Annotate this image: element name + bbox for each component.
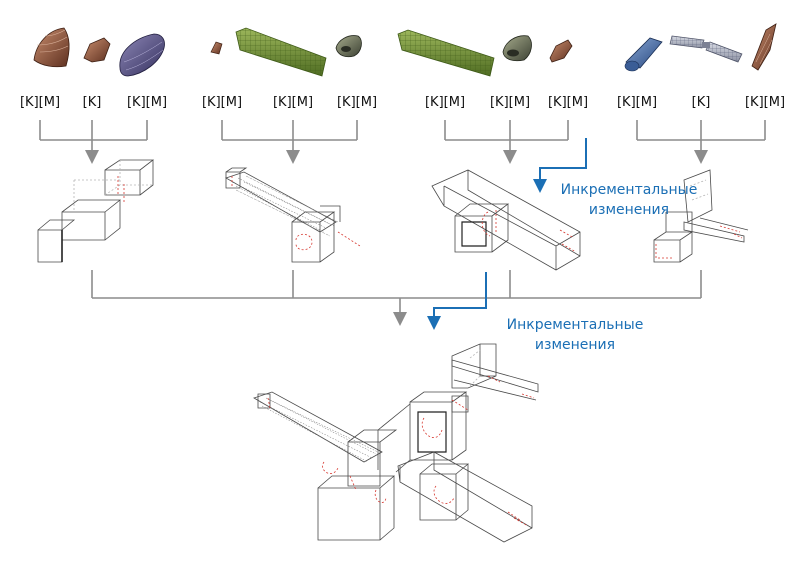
group-2-parts xyxy=(210,27,362,77)
wireframe-assembly-3 xyxy=(431,169,581,271)
group-3-parts xyxy=(397,29,573,77)
model-label: [K][M] xyxy=(616,95,658,110)
model-label: [K] xyxy=(82,95,102,110)
engine-nacelle-icon xyxy=(335,35,362,58)
green-wing-panel-icon xyxy=(235,27,327,77)
small-brown-part-icon xyxy=(210,41,223,55)
incremental-arrows xyxy=(427,138,587,330)
interface-marker xyxy=(655,225,743,259)
incremental-arrow-bottom xyxy=(433,272,487,318)
model-label: [K][M] xyxy=(744,95,786,110)
final-wireframe-assembly xyxy=(253,343,539,543)
final-center-box xyxy=(317,429,398,541)
interface-marker xyxy=(117,176,125,202)
final-interface-markers xyxy=(267,375,535,527)
model-label: [K][M] xyxy=(201,95,243,110)
grey-stabilizer-icon xyxy=(669,35,743,63)
brown-tail-cone-icon xyxy=(549,39,573,63)
incremental-note-bottom-line-2: изменения xyxy=(535,337,615,353)
incremental-note-top-line-2: изменения xyxy=(589,202,669,218)
group-4-parts xyxy=(624,23,777,72)
model-label: [K][M] xyxy=(336,95,378,110)
final-tail-assembly xyxy=(451,343,539,413)
hidden-edge xyxy=(73,179,120,210)
brown-tail-cone-icon xyxy=(83,37,111,63)
model-label: [K] xyxy=(691,95,711,110)
model-label: [K][M] xyxy=(126,95,168,110)
wireframe-box xyxy=(37,219,76,263)
group-1-parts xyxy=(33,27,165,77)
model-label: [K][M] xyxy=(272,95,314,110)
incremental-note-bottom-line-1: Инкрементальные xyxy=(507,317,644,333)
green-wing-panel-icon xyxy=(397,29,495,77)
wireframe-box xyxy=(454,203,510,253)
brown-tail-fin-icon xyxy=(751,23,777,71)
wireframe-box xyxy=(653,211,694,263)
down-arrow-icon xyxy=(286,150,300,164)
wireframe-box xyxy=(291,205,341,263)
final-tower-box xyxy=(377,391,468,473)
incremental-arrow-top-head-icon xyxy=(533,179,547,193)
model-label: [K][M] xyxy=(19,95,61,110)
incremental-note-top: Инкрементальные изменения xyxy=(561,182,698,218)
incremental-arrow-bottom-head-icon xyxy=(427,316,441,330)
down-arrow-icon xyxy=(503,150,517,164)
long-tube-wireframe xyxy=(431,169,581,271)
purple-fuselage-shell-icon xyxy=(119,33,165,77)
wireframe-box xyxy=(104,159,155,196)
blue-cylinder-tube-icon xyxy=(624,37,663,72)
interface-marker xyxy=(231,176,361,251)
wireframe-assembly-2 xyxy=(225,167,361,263)
vertical-fin-wireframe xyxy=(683,169,713,223)
model-label: [K][M] xyxy=(424,95,466,110)
wireframe-assembly-4 xyxy=(653,169,749,263)
incremental-arrow-top xyxy=(539,138,587,180)
model-label: [K][M] xyxy=(547,95,589,110)
down-arrow-icon xyxy=(85,150,99,164)
wireframe-assembly-1 xyxy=(37,159,155,263)
wireframe-box xyxy=(225,167,248,189)
incremental-note-top-line-1: Инкрементальные xyxy=(561,182,698,198)
connector-lines xyxy=(39,120,766,326)
down-arrow-icon xyxy=(393,312,407,326)
engine-nacelle-icon xyxy=(502,35,532,62)
wing-mesh-wireframe xyxy=(225,171,339,237)
final-wing-mesh-wireframe xyxy=(253,391,383,463)
horizontal-tail-wireframe xyxy=(683,217,749,243)
incremental-note-bottom: Инкрементальные изменения xyxy=(507,317,644,353)
down-arrow-icon xyxy=(694,150,708,164)
final-engine-tube xyxy=(397,451,533,543)
model-label: [K][M] xyxy=(489,95,531,110)
pointed-fuselage-shell-icon xyxy=(33,27,70,68)
